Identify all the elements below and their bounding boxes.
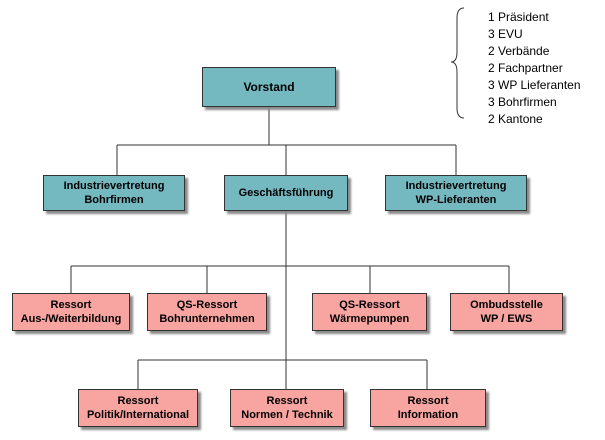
industrievertretung-bohrfirmen-box: Industrievertretung Bohrfirmen (43, 175, 185, 211)
ressort-aus-weiterbildung-box: Ressort Aus-/Weiterbildung (12, 293, 130, 331)
qs-ressort-waermepumpen-box: QS-Ressort Wärmepumpen (312, 293, 427, 331)
board-composition-list: 1 Präsident 3 EVU 2 Verbände 2 Fachpartn… (488, 9, 581, 128)
geschaeftsfuehrung-box: Geschäftsführung (224, 175, 348, 211)
ressort-information-box: Ressort Information (370, 389, 486, 427)
composition-item: 3 Bohrfirmen (488, 95, 557, 109)
qs-ressort-bohrunternehmen-box: QS-Ressort Bohrunternehmen (147, 293, 267, 331)
curly-brace-icon (450, 7, 465, 119)
composition-item: 2 Kantone (488, 112, 543, 126)
industrievertretung-wp-lieferanten-box: Industrievertretung WP-Lieferanten (385, 175, 527, 211)
composition-item: 3 WP Lieferanten (488, 78, 581, 92)
composition-item: 3 EVU (488, 27, 523, 41)
composition-item: 1 Präsident (488, 10, 549, 24)
ressort-normen-technik-box: Ressort Normen / Technik (230, 389, 344, 427)
composition-item: 2 Fachpartner (488, 61, 563, 75)
vorstand-box: Vorstand (202, 67, 336, 107)
ombudsstelle-box: Ombudsstelle WP / EWS (450, 293, 563, 331)
ressort-politik-international-box: Ressort Politik/International (78, 389, 198, 427)
composition-item: 2 Verbände (488, 44, 550, 58)
